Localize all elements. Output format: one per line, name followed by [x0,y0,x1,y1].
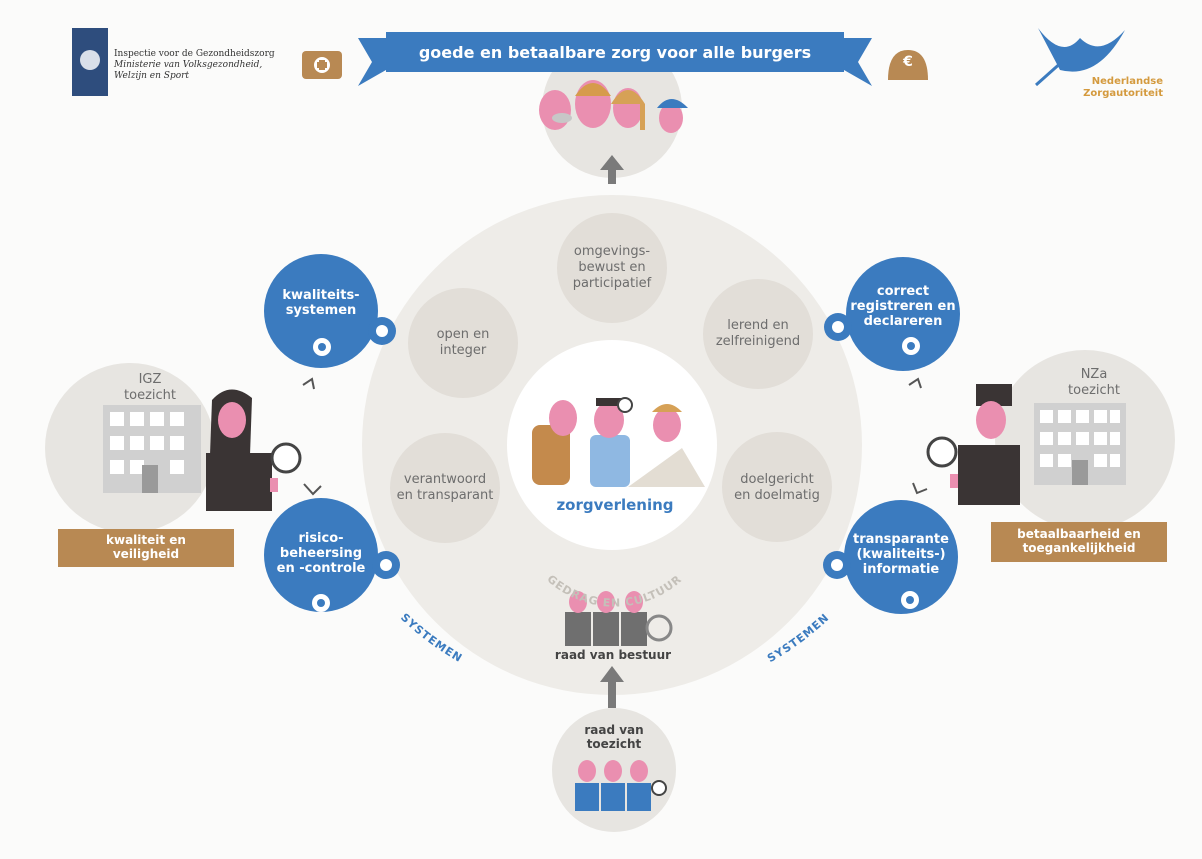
citizens-icon [539,80,688,133]
nza-building-icon [1034,403,1126,485]
banner-ribbon [358,38,872,86]
igz-focus-box: kwaliteit en veiligheid [58,529,234,567]
system-bubble-top-left [264,254,378,368]
igz-inspector-icon [206,389,302,511]
value-circle-upper-right [703,279,813,389]
board-label: raad van bestuur [554,648,672,662]
value-circle-top [557,213,667,323]
system-bottom-right-label: transparante (kwaliteits-) informatie [853,532,949,577]
igz-wordmark: Inspectie voor de Gezondheidszorg Minist… [114,49,275,82]
nza-line1: Nederlandse [1091,76,1163,87]
value-circle-upper-left [408,288,518,398]
supervisory-board-icon [575,760,667,811]
nza-line2: Zorgautoriteit [1083,88,1163,99]
arrow-to-citizens [600,155,624,184]
system-bubble-bottom-right [844,500,958,614]
nza-focus-box: betaalbaarheid en toegankelijkheid [991,522,1167,562]
igz-line1: Inspectie voor de Gezondheidszorg [114,49,275,59]
igz-building-icon [103,405,201,493]
igz-logo [72,28,108,96]
banner: goede en betaalbare zorg voor alle burge… [386,32,844,72]
board-of-directors-icon [565,591,673,646]
system-top-right-label: correct registreren en declareren [850,284,956,329]
nza-logo-bird [1035,28,1125,87]
gear-icons [312,313,920,612]
value-circle-lower-right [722,432,832,542]
igz-title: IGZ toezicht [124,372,176,403]
nza-inspector-icon [926,384,1020,505]
value-lower-right-label: doelgericht en doelmatig [734,472,820,503]
medical-case-icon [302,51,342,79]
nza-title: NZa toezicht [1068,367,1120,398]
value-top-label: omgevings- bewust en participatief [572,244,652,291]
nza-wordmark: Nederlandse Zorgautoriteit [1075,76,1163,100]
value-upper-right-label: lerend en zelfreinigend [715,318,801,349]
system-bottom-left-label: risico- beheersing en -controle [276,531,366,576]
system-bubble-top-right [846,257,960,371]
chevrons [302,377,928,496]
value-circle-lower-left [390,433,500,543]
system-bubble-bottom-left [264,498,378,612]
euro-symbol: € [903,54,913,70]
arrow-to-board [600,666,624,708]
system-top-left-label: kwaliteits- systemen [282,288,360,318]
supervisory-board-label: raad van toezicht [584,723,644,751]
care-providers-icon [532,397,705,487]
center-label: zorgverlening [556,496,674,514]
igz-line2: Ministerie van Volksgezondheid, [114,60,263,70]
igz-line3: Welzijn en Sport [114,71,190,81]
value-lower-left-label: verantwoord en transparant [396,472,494,503]
citizens-circle [542,38,682,178]
purse-icon [888,50,928,80]
value-upper-left-label: open en integer [436,327,490,358]
